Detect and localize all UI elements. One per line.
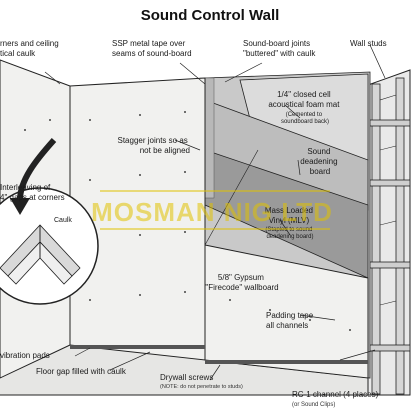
watermark: MOSMAN NIG LTD <box>91 190 333 230</box>
diagram-title: Sound Control Wall <box>141 7 280 24</box>
floor-gap-caulk <box>70 345 368 364</box>
drywall-screws-note: (NOTE: do not penetrate to studs) <box>160 384 243 390</box>
wall-stud <box>371 83 381 395</box>
floor-gap-label: Floor gap filled with caulk <box>36 367 127 376</box>
gypsum-label: 5/8" Gypsum "Firecode" wallboard <box>205 273 278 292</box>
ssp-tape-label: SSP metal tape over seams of sound-board <box>112 39 192 58</box>
stagger-joints-label: Stagger joints so as not be aligned <box>118 136 191 155</box>
rc1-channel-note: (or Sound Clips) <box>292 402 335 408</box>
interleaving-label: Interleaving of 4" gaps at corners <box>0 183 65 202</box>
foam-mat-label: 1/4" closed cell acoustical foam mat (Ce… <box>268 90 341 125</box>
drywall-screws-label: Drywall screws <box>160 373 213 382</box>
soundboard-joints-label: Sound-board joints "buttered" with caulk <box>243 39 316 58</box>
labels: rners and ceiling tical caulk SSP metal … <box>0 39 387 408</box>
wall-stud <box>395 77 405 395</box>
wall-studs-label: Wall studs <box>350 39 387 48</box>
leader-lines <box>44 44 386 381</box>
wall-stud-frame <box>367 69 411 396</box>
watermark-text: MOSMAN NIG LTD <box>91 197 333 227</box>
corners-ceiling-label: rners and ceiling tical caulk <box>0 39 61 58</box>
rc1-channel-label: RC-1 channel (4 places) <box>292 390 379 399</box>
vibration-pads-label: vibration pads <box>0 351 50 360</box>
corner-detail-callout <box>0 137 99 305</box>
caulk-label: Caulk <box>54 217 72 224</box>
padding-tape-label: Padding tape all channels <box>266 311 315 330</box>
sound-deadening-label: Sound deadening board <box>300 147 340 176</box>
